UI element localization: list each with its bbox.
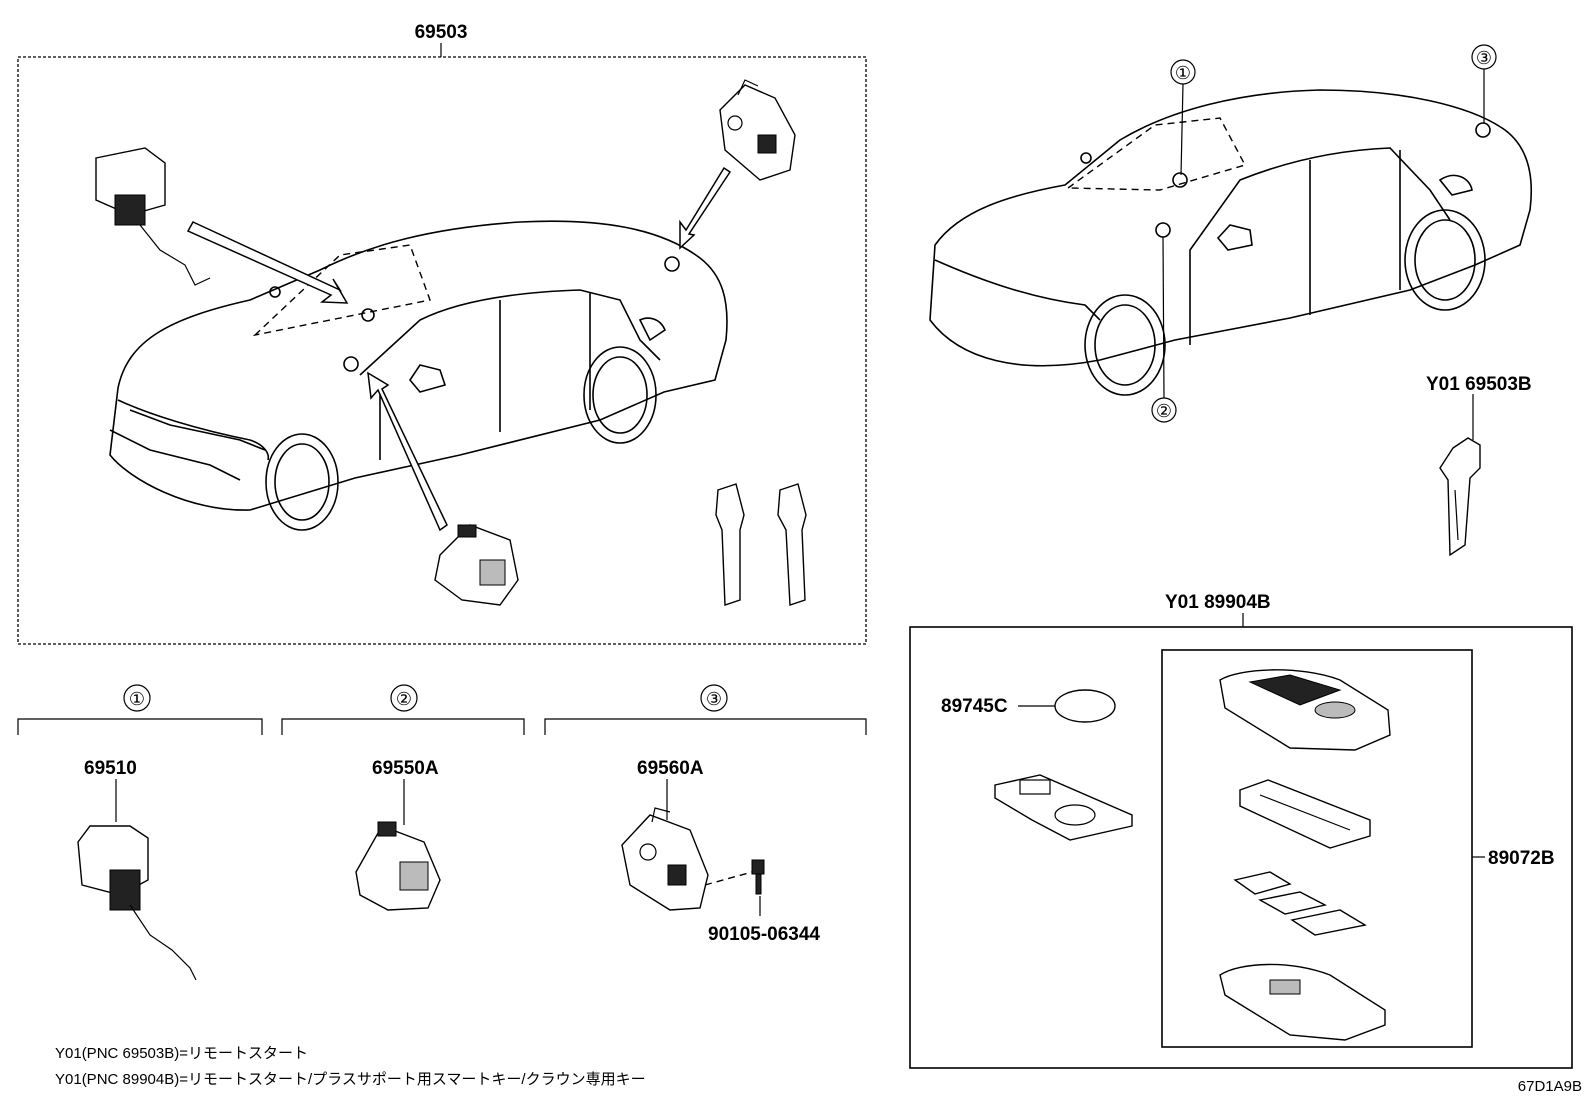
section-1-callout: ① bbox=[129, 689, 145, 709]
circuit-board-sketch bbox=[994, 774, 1133, 841]
arrow-to-windshield bbox=[186, 221, 349, 304]
rear-sensor-part-69560A-sketch bbox=[621, 807, 709, 911]
bolt-sketch bbox=[751, 859, 765, 895]
bolt-part-label[interactable]: 90105-06344 bbox=[708, 924, 820, 945]
key-case-frame bbox=[1161, 649, 1473, 1048]
section-3-group: ③ 69560A 90105-06344 bbox=[544, 684, 867, 945]
battery-sketch bbox=[1054, 689, 1116, 723]
callout-3-top-right: ③ bbox=[1476, 48, 1492, 68]
key-top-shell-sketch bbox=[1219, 669, 1391, 751]
top-right-car-group: ① ② ③ Y01 69503B bbox=[929, 44, 1533, 557]
callout-2-top-right: ② bbox=[1156, 401, 1172, 421]
note-remote-start: Y01(PNC 69503B)=リモートスタート bbox=[55, 1045, 308, 1062]
remote-start-key-sketch bbox=[1439, 437, 1481, 557]
main-assembly-group: 69503 bbox=[17, 22, 867, 645]
door-sensor-part-69550A-sketch bbox=[355, 821, 441, 911]
car-illustration-left bbox=[109, 220, 728, 531]
key-bottom-shell-sketch bbox=[1219, 963, 1386, 1041]
figure-code: 67D1A9B bbox=[1518, 1078, 1582, 1095]
main-assembly-part-label[interactable]: 69503 bbox=[415, 22, 468, 43]
push-switch-part-sketch bbox=[95, 147, 211, 286]
smart-key-assembly-part-label[interactable]: Y01 89904B bbox=[1165, 592, 1271, 613]
smart-key-frame bbox=[909, 626, 1573, 1069]
section-2-callout: ② bbox=[396, 689, 412, 709]
push-switch-part-69510-sketch bbox=[77, 825, 197, 981]
main-assembly-frame bbox=[17, 56, 867, 645]
rear-sensor-part-sketch bbox=[719, 79, 796, 181]
section-2-group: ② 69550A bbox=[281, 684, 525, 911]
door-sensor-part-sketch bbox=[434, 524, 519, 606]
remote-start-key-part-label[interactable]: Y01 69503B bbox=[1426, 374, 1532, 395]
arrow-to-rear bbox=[679, 166, 732, 250]
section-2-part-label[interactable]: 69550A bbox=[372, 758, 439, 779]
key-inner-frame-sketch bbox=[1239, 779, 1371, 849]
section-1-part-label[interactable]: 69510 bbox=[84, 758, 137, 779]
section-3-callout: ③ bbox=[706, 689, 722, 709]
key-buttons-sketch bbox=[1233, 871, 1367, 936]
callout-1-top-right: ① bbox=[1175, 63, 1191, 83]
battery-part-label[interactable]: 89745C bbox=[941, 696, 1008, 717]
smart-key-group: Y01 89904B 89745C bbox=[909, 592, 1573, 1069]
arrow-to-door-handle bbox=[367, 371, 448, 532]
mechanical-keys-sketch bbox=[715, 483, 807, 606]
section-1-group: ① 69510 bbox=[17, 684, 263, 981]
section-3-part-label[interactable]: 69560A bbox=[637, 758, 704, 779]
note-smart-key: Y01(PNC 89904B)=リモートスタート/プラスサポート用スマートキー/… bbox=[55, 1071, 646, 1088]
key-case-part-label[interactable]: 89072B bbox=[1488, 848, 1555, 869]
